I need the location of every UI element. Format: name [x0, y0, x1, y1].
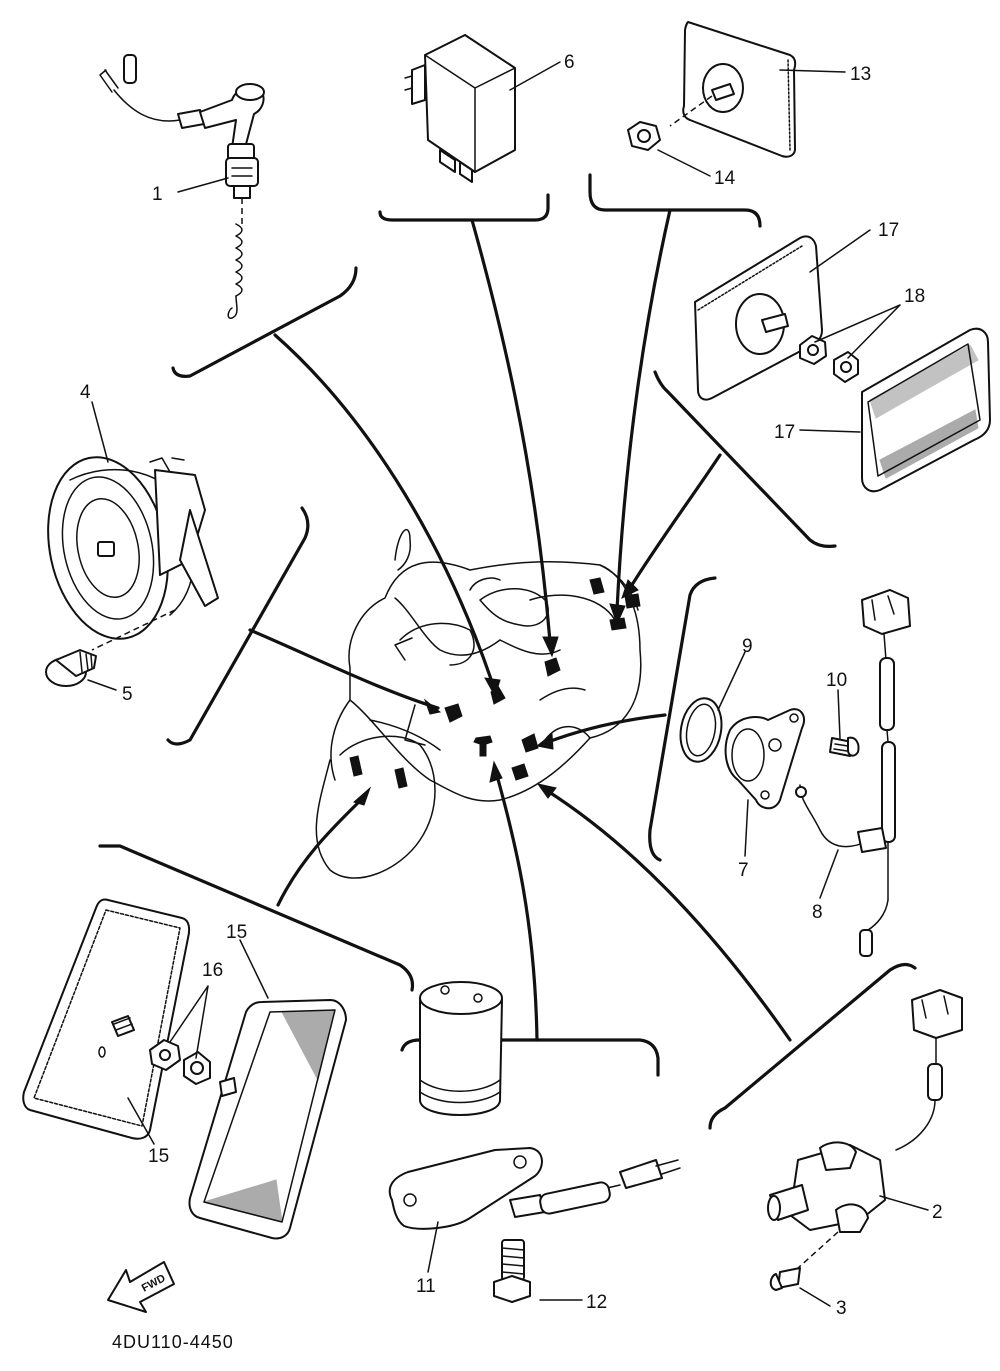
part-5-bolt: [45, 609, 176, 687]
callout-16: 16: [202, 960, 223, 981]
callout-12: 12: [586, 1292, 607, 1313]
callout-10: 10: [826, 670, 847, 691]
callout-4: 4: [80, 382, 91, 403]
part-6-relay: [404, 34, 516, 183]
callout-3: 3: [836, 1298, 847, 1319]
callout-13: 13: [850, 64, 871, 85]
leader-lines: [248, 208, 792, 1042]
callout-6: 6: [564, 52, 575, 73]
callout-15a: 15: [226, 922, 247, 943]
callout-9: 9: [742, 636, 753, 657]
callout-17a: 17: [878, 220, 899, 241]
callout-numbers: 1 2 3 4 5 6 7 8 9 10 11 12 13 14 15 15 1…: [80, 52, 943, 1319]
part-15-reflector-left: [22, 898, 191, 1140]
part-12-bolt: [493, 1239, 531, 1303]
callout-leaders: [87, 61, 929, 1307]
part-9-o-ring: [679, 697, 723, 763]
part-2-switch: [767, 989, 963, 1233]
part-4-horn: [47, 456, 219, 640]
part-16-nuts: [149, 1039, 211, 1085]
callout-7: 7: [738, 860, 749, 881]
part-1-switch: [99, 54, 265, 319]
part-11-sender-unit: [388, 981, 681, 1230]
part-13-reflector: [682, 21, 797, 158]
group-brackets: [98, 173, 917, 1130]
part-8-sensor-lead: [795, 589, 911, 957]
callout-5: 5: [122, 684, 133, 705]
forward-arrow-icon: FWD: [107, 1261, 175, 1313]
callout-15b: 15: [148, 1146, 169, 1167]
part-10-screw: [829, 736, 860, 757]
diagram-reference-code: 4DU110-4450: [112, 1332, 234, 1352]
part-18-nuts: [799, 335, 859, 383]
part-15-reflector-right: [188, 999, 347, 1240]
part-14-nut: [627, 95, 713, 151]
part-7-sensor: [724, 708, 806, 810]
part-17-reflector-upper: [694, 235, 823, 401]
part-3-screw: [769, 1231, 839, 1291]
callout-2: 2: [932, 1202, 943, 1223]
callout-11: 11: [416, 1276, 436, 1297]
callout-1: 1: [152, 184, 163, 205]
vehicle-body-outline: [315, 528, 642, 879]
callout-17b: 17: [774, 422, 795, 443]
callout-8: 8: [812, 902, 823, 923]
callout-18: 18: [904, 286, 925, 307]
part-17-reflector-lower: [861, 327, 991, 493]
callout-14: 14: [714, 168, 736, 189]
